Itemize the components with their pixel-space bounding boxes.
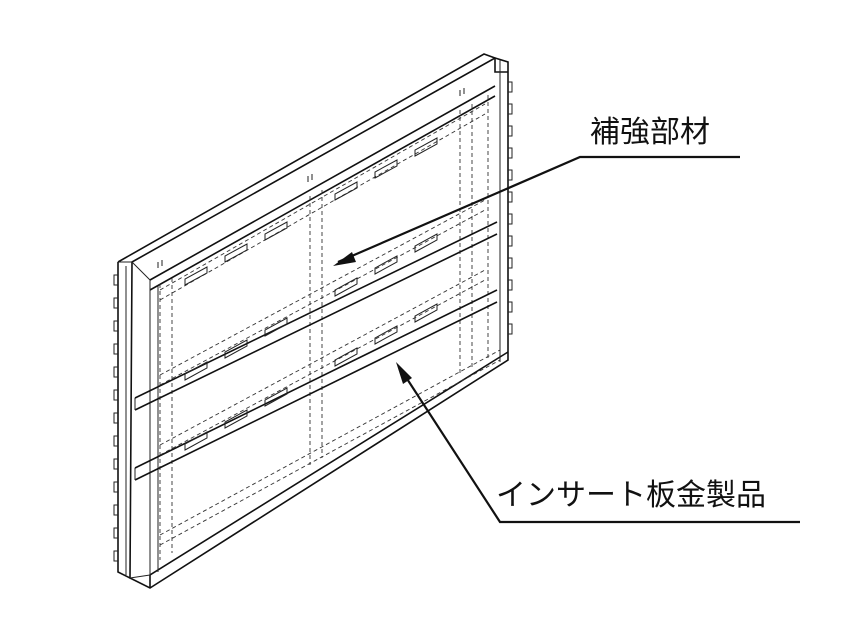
label-reinforcement: 補強部材 <box>590 115 710 150</box>
panel-outline <box>117 53 509 589</box>
leader-insert <box>396 362 800 524</box>
vertical-posts <box>159 95 489 560</box>
label-insert: インサート板金製品 <box>496 478 766 513</box>
right-edge-teeth <box>508 81 513 335</box>
left-edge-teeth <box>113 274 118 562</box>
slotted-flanges <box>184 137 438 451</box>
horizontal-rails <box>134 103 501 546</box>
leader-reinforcement <box>333 155 740 266</box>
bolt-marks <box>157 88 465 268</box>
